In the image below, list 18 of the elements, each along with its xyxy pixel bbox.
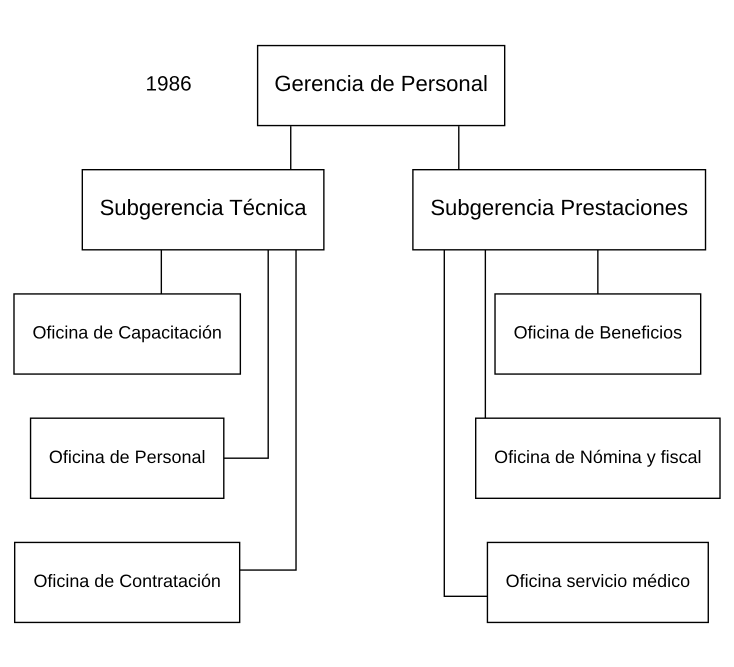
connector: [484, 250, 486, 418]
connector: [458, 126, 460, 169]
connector: [240, 250, 297, 570]
node-box: Gerencia de Personal: [256, 44, 506, 126]
connector: [444, 250, 488, 596]
node-box: Oficina de Nómina y fiscal: [475, 417, 721, 498]
connector: [290, 126, 292, 169]
node-box: Oficina servicio médico: [486, 541, 709, 623]
connector: [597, 250, 599, 294]
node-box: Subgerencia Prestaciones: [412, 168, 706, 250]
node-box: Oficina de Beneficios: [494, 292, 702, 374]
connector: [160, 250, 162, 294]
node-box: Subgerencia Técnica: [82, 168, 325, 250]
connector: [224, 250, 269, 458]
node-box: Oficina de Contratación: [14, 541, 240, 623]
node-box: Oficina de Personal: [30, 417, 224, 498]
label: 1986: [146, 72, 192, 95]
node-box: Oficina de Capacitación: [13, 292, 242, 374]
